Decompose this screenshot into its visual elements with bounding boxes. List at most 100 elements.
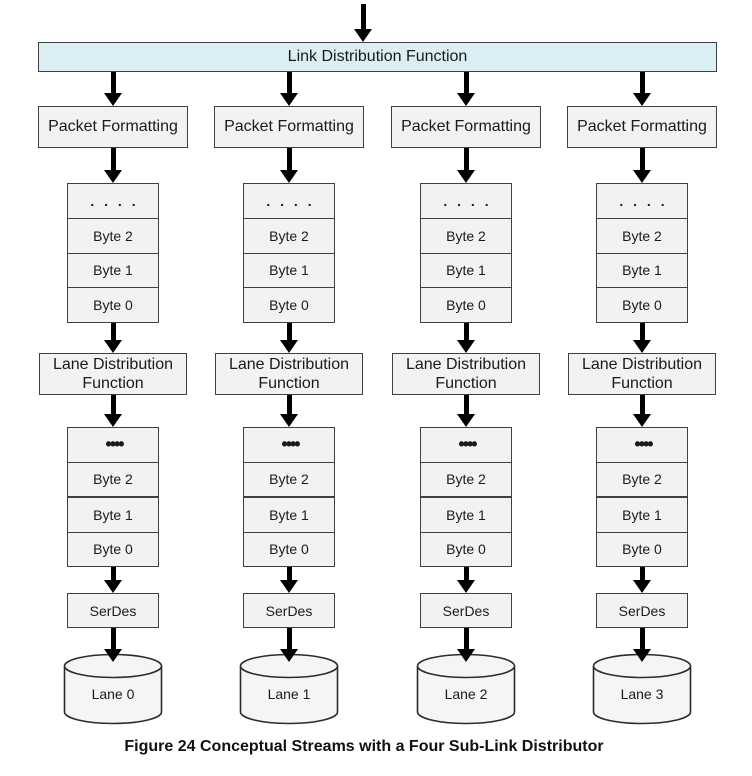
fifo-cell: Byte 1 [68,498,158,533]
lane-label: Lane 1 [267,686,311,702]
arrow-shaft [463,395,469,414]
arrow-shaft [639,395,645,414]
fifo-cell: Byte 0 [446,541,486,558]
fifo-cell: Byte 1 [421,254,511,289]
fifo-cell: Byte 1 [68,254,158,289]
arrow-shaft [639,323,645,340]
arrow-head [104,414,122,427]
fifo-cell: Byte 2 [68,219,158,254]
down-arrow [633,567,651,593]
fifo-cell: Byte 1 [597,254,687,289]
upper-byte-fifo: . . . . Byte 2 Byte 1 Byte 0 [67,183,159,323]
fifo-cell: Byte 0 [93,297,133,314]
fifo-cell: Byte 2 [421,219,511,254]
packet-formatting-box: Packet Formatting [391,106,541,148]
arrow-shaft [286,148,292,170]
arrow-head [633,93,651,106]
down-arrow [280,148,298,183]
fifo-ellipsis-cell: . . . . [597,184,687,219]
packet-formatting-box: Packet Formatting [214,106,364,148]
input-down-arrow [354,4,372,42]
down-arrow [280,567,298,593]
fifo-ellipsis-cell: . . . . [68,184,158,219]
fifo-cell: Byte 0 [622,297,662,314]
upper-byte-fifo: . . . . Byte 2 Byte 1 Byte 0 [420,183,512,323]
arrow-shaft [639,567,645,580]
arrow-head [354,29,372,42]
arrow-head [457,340,475,353]
fifo-cell: Byte 1 [244,498,334,533]
sublink-column-0: Packet Formatting . . . . Byte 2 Byte 1 … [38,72,188,725]
lane-distribution-function-box: Lane Distribution Function [392,353,540,395]
lane-distribution-function-box: Lane Distribution Function [215,353,363,395]
arrow-head [280,170,298,183]
arrow-head [457,93,475,106]
arrow-shaft [463,148,469,170]
lane-distribution-function-label: Lane Distribution Function [405,355,527,392]
sublink-column-1: Packet Formatting . . . . Byte 2 Byte 1 … [214,72,364,725]
fifo-cell: Byte 2 [597,219,687,254]
lane-label: Lane 2 [444,686,488,702]
lower-byte-fifo: •••• Byte 2 Byte 1 Byte 0 [67,427,159,567]
serdes-label: SerDes [618,602,666,619]
upper-byte-fifo: . . . . Byte 2 Byte 1 Byte 0 [596,183,688,323]
fifo-ellipsis-cell: . . . . [421,184,511,219]
fifo-cell: Byte 2 [244,463,334,498]
cylinder-shape [592,653,692,725]
arrow-head [633,340,651,353]
link-distribution-function-label: Link Distribution Function [287,48,468,65]
sublink-column-3: Packet Formatting . . . . Byte 2 Byte 1 … [567,72,717,725]
down-arrow [633,323,651,353]
upper-byte-fifo: . . . . Byte 2 Byte 1 Byte 0 [243,183,335,323]
arrow-head [633,649,651,662]
arrow-head [280,93,298,106]
arrow-head [280,414,298,427]
down-arrow [457,628,475,662]
serdes-box: SerDes [243,593,335,628]
fifo-ellipsis-cell: •••• [244,428,334,463]
arrow-head [104,649,122,662]
down-arrow [457,323,475,353]
down-arrow [280,395,298,427]
serdes-box: SerDes [596,593,688,628]
fifo-ellipsis-cell: •••• [421,428,511,463]
fifo-cell: Byte 0 [269,297,309,314]
down-arrow [457,72,475,106]
arrow-head [280,649,298,662]
fifo-cell: Byte 2 [244,219,334,254]
fifo-cell: Byte 0 [269,541,309,558]
lower-byte-fifo: •••• Byte 2 Byte 1 Byte 0 [420,427,512,567]
down-arrow [457,148,475,183]
lane-cylinder: Lane 0 [63,653,163,725]
arrow-shaft [639,72,645,93]
arrow-shaft [639,628,645,649]
fifo-cell: Byte 0 [622,541,662,558]
arrow-shaft [286,567,292,580]
arrow-shaft [110,323,116,340]
serdes-box: SerDes [420,593,512,628]
lane-distribution-function-label: Lane Distribution Function [52,355,174,392]
lane-cylinder: Lane 3 [592,653,692,725]
serdes-label: SerDes [442,602,490,619]
packet-formatting-label: Packet Formatting [401,118,531,135]
fifo-cell: Byte 1 [244,254,334,289]
lower-byte-fifo: •••• Byte 2 Byte 1 Byte 0 [596,427,688,567]
arrow-head [457,580,475,593]
fifo-ellipsis-cell: •••• [597,428,687,463]
arrow-head [633,170,651,183]
arrow-shaft [286,628,292,649]
serdes-label: SerDes [265,602,313,619]
arrow-shaft [463,567,469,580]
arrow-shaft [110,628,116,649]
packet-formatting-label: Packet Formatting [577,118,707,135]
fifo-cell: Byte 2 [68,463,158,498]
down-arrow [280,323,298,353]
lane-distribution-function-box: Lane Distribution Function [568,353,716,395]
arrow-shaft [463,72,469,93]
arrow-shaft [110,567,116,580]
arrow-shaft [360,4,366,29]
down-arrow [633,72,651,106]
sublink-column-2: Packet Formatting . . . . Byte 2 Byte 1 … [391,72,541,725]
arrow-shaft [110,395,116,414]
arrow-head [633,414,651,427]
